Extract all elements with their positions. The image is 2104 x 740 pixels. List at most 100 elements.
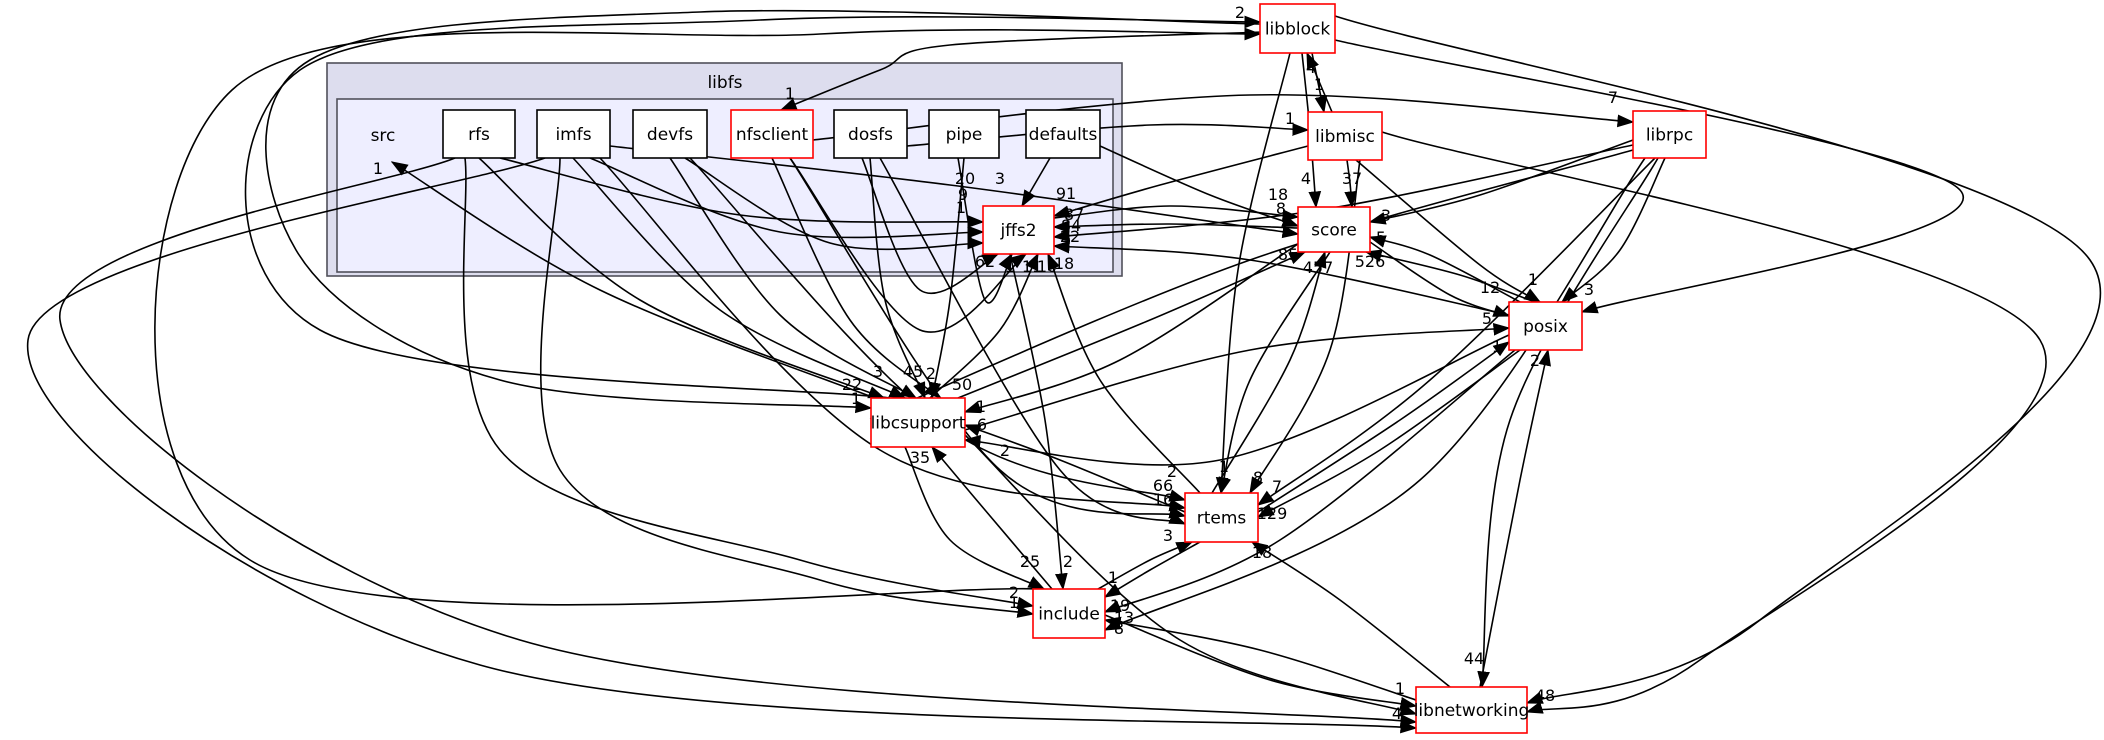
edge-devfs-to-libcsupport <box>669 157 918 399</box>
edge-count-libblock-to-score: 4 <box>1301 169 1311 188</box>
node-box-librpc[interactable] <box>1632 110 1707 159</box>
edge-count-rtems-to-include: 1 <box>1108 568 1118 587</box>
edges-layer <box>27 9 2101 734</box>
node-box-include[interactable] <box>1032 588 1106 639</box>
edge-count-dosfs-to-jffs2: 62 <box>975 252 995 271</box>
edge-nfsclient-to-jffs2 <box>789 157 1028 333</box>
edge-count-libmisc-to-rtems: 8 <box>1253 468 1263 487</box>
edge-count-imfs-to-jffs2: 9 <box>958 185 968 204</box>
node-box-libblock[interactable] <box>1259 3 1336 54</box>
node-libcsupport[interactable]: libcsupport <box>870 397 966 448</box>
node-label-posix: posix <box>1523 317 1568 337</box>
edge-count-libblock-to-libnetworking: 48 <box>1535 686 1555 705</box>
node-libblock[interactable]: libblock <box>1259 3 1336 54</box>
edge-rfs-to-include <box>462 157 1035 610</box>
edge-count-devfs-to-libcsupport: 2 <box>926 364 936 383</box>
node-imfs: imfs <box>536 109 611 159</box>
edge-count-libblock-to-posix: 3 <box>1584 280 1594 299</box>
edge-count-score-to-posix: 12 <box>1480 278 1500 297</box>
node-box-posix[interactable] <box>1508 301 1583 351</box>
node-include[interactable]: include <box>1032 588 1106 639</box>
node-posix[interactable]: posix <box>1508 301 1583 351</box>
node-box-rtems[interactable] <box>1184 492 1259 543</box>
edge-count-defaults-to-jffs2: 3 <box>995 169 1005 188</box>
edge-libcsupport-to-jffs2 <box>929 252 1039 399</box>
node-label-imfs: imfs <box>555 125 591 145</box>
node-jffs2[interactable]: jffs2 <box>982 205 1055 255</box>
node-label-rtems: rtems <box>1197 509 1247 529</box>
edge-libmisc-to-libnetworking <box>1381 131 2047 714</box>
edge-count-librpc-to-rtems: 7 <box>1272 477 1282 496</box>
edge-posix-to-rtems <box>1256 349 1521 518</box>
node-libmisc[interactable]: libmisc <box>1307 111 1383 161</box>
edge-imfs-to-jffs2 <box>589 157 985 239</box>
edge-score-to-rtems <box>1218 251 1331 495</box>
edge-count-posix-to-score: 5 <box>1376 228 1386 247</box>
node-dosfs: dosfs <box>833 109 908 159</box>
edge-include-to-libblock <box>154 27 1262 606</box>
edge-defaults-to-jffs2 <box>1021 157 1051 208</box>
node-label-libmisc: libmisc <box>1315 127 1375 147</box>
edge-count-score-to-rtems: 1 <box>1219 457 1229 476</box>
edge-count-score-to-jffs2: 87 <box>1064 205 1084 224</box>
node-box-libnetworking[interactable] <box>1415 686 1528 734</box>
edge-count-dosfs-to-libmisc: 1 <box>1285 109 1295 128</box>
edge-count-rfs-to-libcsupport: 3 <box>873 362 883 381</box>
edge-libmisc-to-rtems <box>1249 159 1361 495</box>
node-rtems[interactable]: rtems <box>1184 492 1259 543</box>
edge-count-libnetworking-to-rtems: 18 <box>1252 543 1272 562</box>
node-librpc[interactable]: librpc <box>1632 110 1707 159</box>
edge-count-libcsupport-to-jffs2: 10 <box>1037 257 1057 276</box>
edge-count-rtems-to-libcsupport: 6 <box>977 415 987 434</box>
edge-posix-to-include <box>1103 349 1516 613</box>
edge-count-imfs-to-rtems: 66 <box>1153 476 1173 495</box>
node-box-imfs <box>536 109 611 159</box>
node-box-dosfs <box>833 109 908 159</box>
edge-count-posix-to-include: 19 <box>1110 596 1130 615</box>
edge-score-to-posix <box>1369 241 1511 317</box>
edge-count-libnetworking-to-posix: 2 <box>1530 351 1540 370</box>
node-nfsclient[interactable]: nfsclient <box>730 109 814 159</box>
node-box-pipe <box>928 109 1000 159</box>
edge-count-nfsclient-to-libcsupport: 50 <box>952 375 972 394</box>
edge-count-jffs2-to-include: 2 <box>1063 552 1073 571</box>
node-score[interactable]: score <box>1297 206 1371 253</box>
edge-rtems-to-libcsupport <box>963 424 1186 513</box>
edge-include-to-libnetworking <box>1104 614 1418 710</box>
node-box-defaults <box>1025 109 1101 159</box>
edge-count-rtems-to-jffs2: 18 <box>1054 254 1074 273</box>
node-label-librpc: librpc <box>1646 126 1693 146</box>
edge-posix-to-score <box>1364 249 1536 303</box>
edge-count-posix-to-score: 526 <box>1355 252 1386 271</box>
edge-librpc-to-include <box>1103 157 1646 631</box>
edge-count-jffs2-to-score: 18 <box>1268 185 1288 204</box>
edge-score-to-jffs2 <box>1052 220 1299 233</box>
edge-count-include-to-libnetworking: 1 <box>1395 679 1405 698</box>
edge-posix-to-libcsupport <box>963 334 1510 466</box>
node-defaults: defaults <box>1025 109 1101 159</box>
node-box-jffs2[interactable] <box>982 205 1055 255</box>
node-box-rfs <box>442 109 516 159</box>
edge-count-posix-to-rtems: 129 <box>1257 504 1288 523</box>
edge-rtems-to-score <box>1211 250 1327 494</box>
edge-include-to-rtems <box>1097 541 1194 590</box>
edge-count-librpc-to-include: 8 <box>1114 619 1124 638</box>
edge-posix-to-jffs2 <box>1052 240 1510 316</box>
node-box-nfsclient[interactable] <box>730 109 814 159</box>
node-box-score[interactable] <box>1297 206 1371 253</box>
edge-count-rfs-to-jffs2: 20 <box>955 169 975 188</box>
edge-librpc-to-score <box>1368 139 1634 225</box>
edge-count-rfs-to-include: 2 <box>1009 583 1019 602</box>
node-libnetworking[interactable]: libnetworking <box>1414 686 1530 734</box>
node-box-libcsupport[interactable] <box>870 397 966 448</box>
edge-count-librpc-to-libcsupport: 1 <box>851 389 861 408</box>
edge-libblock-to-libnetworking <box>1334 15 2101 704</box>
edge-imfs-to-libcsupport <box>572 157 907 399</box>
node-box-libmisc[interactable] <box>1307 111 1383 161</box>
edge-count-imfs-to-include: 1 <box>1009 593 1019 612</box>
edge-librpc-to-libnetworking <box>1477 157 1659 689</box>
edge-posix-to-score <box>1368 235 1521 303</box>
edge-rtems-to-jffs2 <box>1047 252 1201 494</box>
